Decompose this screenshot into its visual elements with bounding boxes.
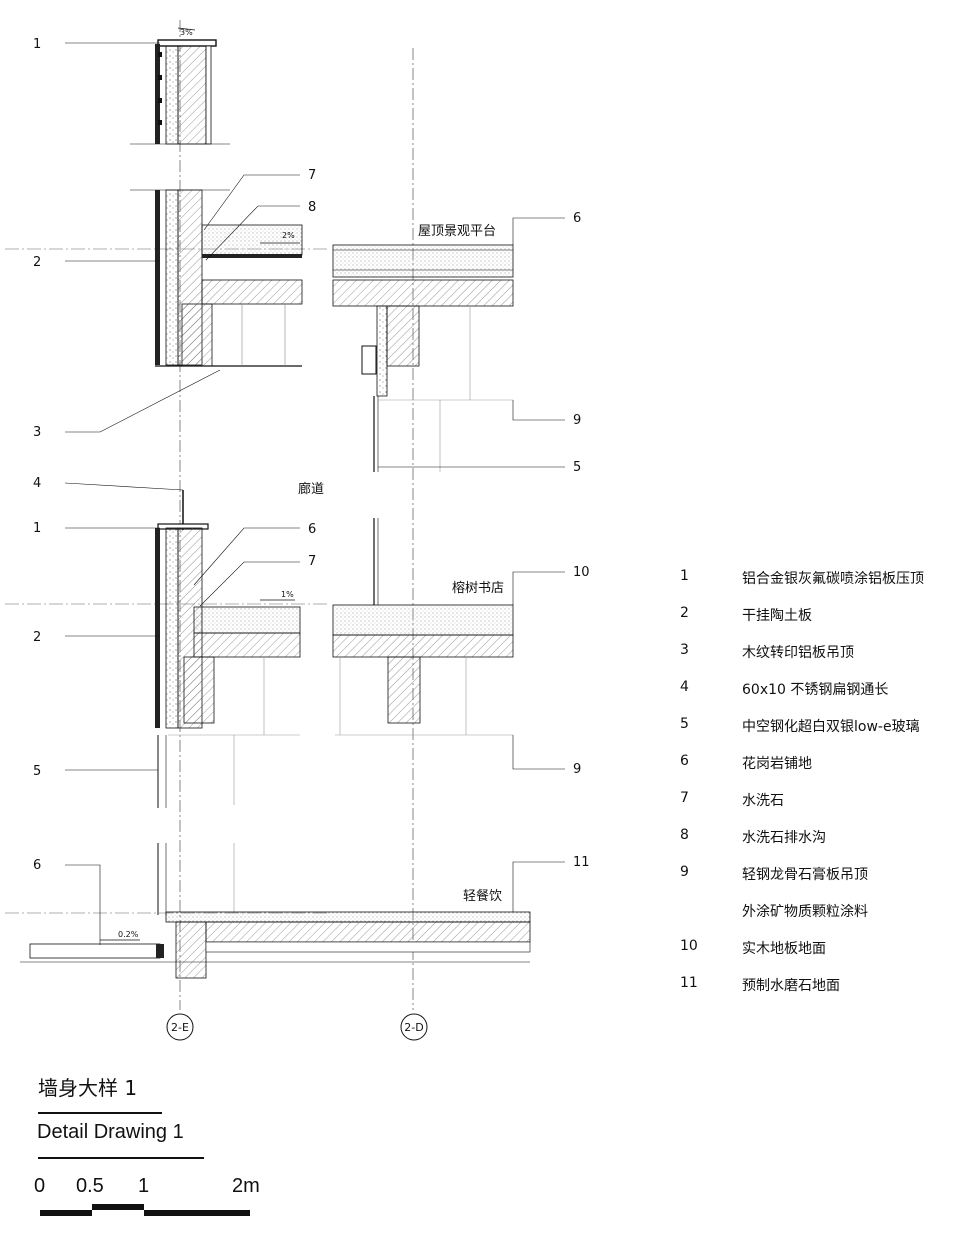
legend-number: 8 <box>680 827 689 843</box>
legend-row: 11 预制水磨石地面 <box>680 975 950 1012</box>
slope-parapet: 3% <box>180 28 193 37</box>
slope-corridor: 1% <box>281 590 294 599</box>
legend-description: 实木地板地面 <box>742 941 826 957</box>
callout-top-9: 9 <box>573 413 581 428</box>
callout-top-7: 7 <box>308 168 316 183</box>
legend-description: 外涂矿物质颗粒涂料 <box>742 904 868 920</box>
parapet-detail: 3% <box>130 27 230 145</box>
legend-row: 4 60x10 不锈钢扁钢通长 <box>680 679 950 716</box>
callout-numbers: 1 7 8 6 2 3 9 5 4 1 6 7 10 2 9 5 6 11 <box>33 37 590 873</box>
space-corridor: 廊道 <box>298 481 324 497</box>
scale-label-1: 1 <box>138 1175 150 1197</box>
callout-top-4: 4 <box>33 476 41 491</box>
legend-description: 中空钢化超白双银low-e玻璃 <box>742 719 920 735</box>
legend-row: 外涂矿物质颗粒涂料 <box>680 901 950 938</box>
legend-number: 1 <box>680 568 689 584</box>
title-en: Detail Drawing 1 <box>37 1121 184 1143</box>
legend-number: 10 <box>680 938 698 954</box>
callout-mid-9: 9 <box>573 762 581 777</box>
roof-slab-right <box>332 244 514 472</box>
legend-description: 水洗石 <box>742 793 784 809</box>
ground-floor: 0.2% <box>20 843 531 979</box>
callout-top-8: 8 <box>308 200 316 215</box>
callout-top-1: 1 <box>33 37 41 52</box>
corridor-floor-left: 1% <box>155 490 301 808</box>
legend-number: 6 <box>680 753 689 769</box>
legend-row: 1 铝合金银灰氟碳喷涂铝板压顶 <box>680 568 950 605</box>
legend-row: 7 水洗石 <box>680 790 950 827</box>
callout-top-5: 5 <box>573 460 581 475</box>
slope-roof: 2% <box>282 231 295 240</box>
title-cn: 墙身大样 1 <box>38 1076 138 1100</box>
roof-slab-left: 2% <box>130 189 303 367</box>
legend-description: 60x10 不锈钢扁钢通长 <box>742 682 889 698</box>
legend-number: 9 <box>680 864 689 880</box>
scale-label-0: 0 <box>34 1175 46 1197</box>
legend-description: 预制水磨石地面 <box>742 978 840 994</box>
callout-mid-7: 7 <box>308 554 316 569</box>
legend-number: 4 <box>680 679 689 695</box>
legend: 1 铝合金银灰氟碳喷涂铝板压顶 2 干挂陶土板 3 木纹转印铝板吊顶 4 60x10 不锈钢扁… <box>680 568 950 1012</box>
space-roof-terrace: 屋顶景观平台 <box>418 224 496 239</box>
callout-mid-1: 1 <box>33 521 41 536</box>
scale-label-2m: 2m <box>232 1175 260 1197</box>
legend-row: 9 轻钢龙骨石膏板吊顶 <box>680 864 950 901</box>
axis-label-2e: 2-E <box>171 1021 189 1034</box>
slope-ground: 0.2% <box>118 930 139 939</box>
callout-mid-6: 6 <box>308 522 316 537</box>
legend-row: 6 花岗岩铺地 <box>680 753 950 790</box>
callout-top-3: 3 <box>33 425 41 440</box>
callout-mid-5: 5 <box>33 764 41 779</box>
legend-description: 铝合金银灰氟碳喷涂铝板压顶 <box>742 571 924 587</box>
legend-number: 3 <box>680 642 689 658</box>
axis-label-2d: 2-D <box>404 1021 423 1034</box>
legend-row: 3 木纹转印铝板吊顶 <box>680 642 950 679</box>
legend-description: 花岗岩铺地 <box>742 756 812 772</box>
leader-lines <box>64 42 565 945</box>
callout-top-2: 2 <box>33 255 41 270</box>
legend-row: 2 干挂陶土板 <box>680 605 950 642</box>
legend-row: 5 中空钢化超白双银low-e玻璃 <box>680 716 950 753</box>
legend-number: 7 <box>680 790 689 806</box>
legend-number: 2 <box>680 605 689 621</box>
legend-number: 11 <box>680 975 698 991</box>
legend-description: 木纹转印铝板吊顶 <box>742 645 854 661</box>
legend-row: 8 水洗石排水沟 <box>680 827 950 864</box>
axis-bubble-2e: 2-E <box>166 1013 194 1041</box>
callout-top-6: 6 <box>573 211 581 226</box>
legend-row: 10 实木地板地面 <box>680 938 950 975</box>
corridor-floor-right <box>332 518 514 736</box>
legend-description: 水洗石排水沟 <box>742 830 826 846</box>
legend-description: 干挂陶土板 <box>742 608 812 624</box>
axis-lines <box>179 20 414 1010</box>
space-cafe: 轻餐饮 <box>463 888 502 904</box>
space-bookstore: 榕树书店 <box>452 581 504 596</box>
callout-mid-2: 2 <box>33 630 41 645</box>
axis-bubble-2d: 2-D <box>400 1013 428 1041</box>
scale-label-0-5: 0.5 <box>76 1175 104 1197</box>
legend-number: 5 <box>680 716 689 732</box>
legend-description: 轻钢龙骨石膏板吊顶 <box>742 867 868 883</box>
scale-bar <box>40 1204 250 1216</box>
callout-mid-10: 10 <box>573 565 590 580</box>
callout-bottom-11: 11 <box>573 855 590 870</box>
callout-bottom-6: 6 <box>33 858 41 873</box>
